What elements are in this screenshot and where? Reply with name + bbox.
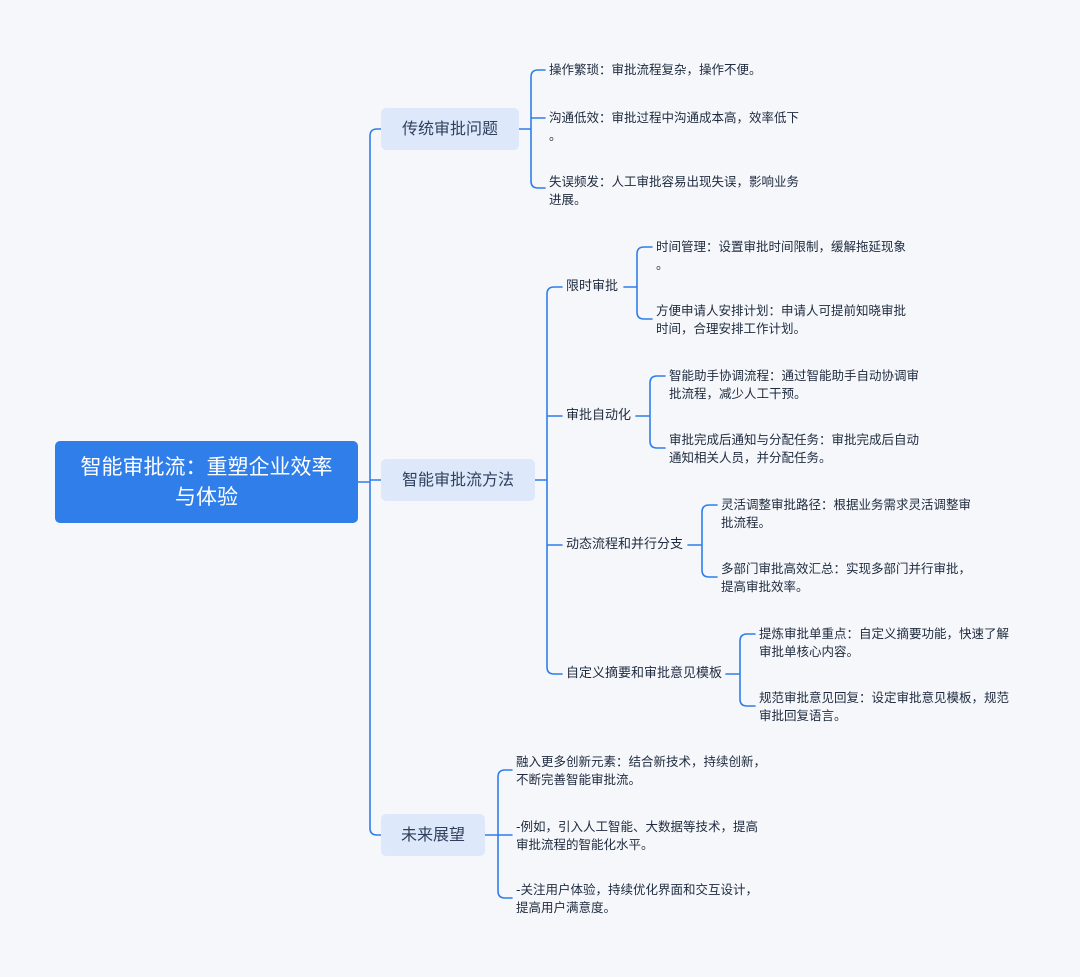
leaf-node[interactable]: 沟通低效：审批过程中沟通成本高，效率低下 。 (549, 110, 800, 143)
leaf-node[interactable]: 智能助手协调流程：通过智能助手自动协调审 批流程，减少人工干预。 (669, 368, 920, 401)
branch-label: 智能审批流方法 (401, 470, 514, 489)
root-title: 智能审批流：重塑企业效率与体验 (80, 455, 333, 509)
leaf-node[interactable]: 时间管理：设置审批时间限制，缓解拖延现象 。 (656, 239, 907, 272)
leaf-node[interactable]: 规范审批意见回复：设定审批意见模板，规范 审批回复语言。 (759, 690, 1010, 723)
leaf-node[interactable]: 方便申请人安排计划：申请人可提前知晓审批 时间，合理安排工作计划。 (656, 303, 907, 336)
leaf-node[interactable]: 操作繁琐：审批流程复杂，操作不便。 (549, 62, 762, 77)
leaf-node[interactable]: 审批完成后通知与分配任务：审批完成后自动 通知相关人员，并分配任务。 (669, 432, 920, 465)
sub-node-time-limit[interactable]: 限时审批 (566, 279, 619, 294)
leaf-node[interactable]: 融入更多创新元素：结合新技术，持续创新， 不断完善智能审批流。 (516, 754, 767, 787)
leaf-node[interactable]: 提炼审批单重点：自定义摘要功能，快速了解 审批单核心内容。 (759, 626, 1010, 659)
leaf-node[interactable]: -例如，引入人工智能、大数据等技术，提高 审批流程的智能化水平。 (516, 819, 759, 852)
branch-traditional-problems[interactable]: 传统审批问题 (381, 108, 519, 150)
branch-smart-methods[interactable]: 智能审批流方法 (381, 459, 535, 501)
leaf-node[interactable]: -关注用户体验，持续优化界面和交互设计， 提高用户满意度。 (516, 882, 759, 915)
sub-node-custom-summary[interactable]: 自定义摘要和审批意见模板 (566, 666, 723, 681)
leaf-node[interactable]: 失误频发：人工审批容易出现失误，影响业务 进展。 (549, 174, 800, 207)
leaf-node[interactable]: 灵活调整审批路径：根据业务需求灵活调整审 批流程。 (721, 497, 972, 530)
branch-label: 传统审批问题 (401, 119, 498, 138)
branch-future-outlook[interactable]: 未来展望 (381, 814, 485, 856)
branch-label: 未来展望 (400, 825, 465, 844)
root-node[interactable]: 智能审批流：重塑企业效率与体验 (55, 441, 358, 523)
sub-node-dynamic-flow[interactable]: 动态流程和并行分支 (566, 537, 684, 552)
sub-node-automation[interactable]: 审批自动化 (566, 408, 632, 423)
leaf-node[interactable]: 多部门审批高效汇总：实现多部门并行审批， 提高审批效率。 (721, 561, 972, 594)
